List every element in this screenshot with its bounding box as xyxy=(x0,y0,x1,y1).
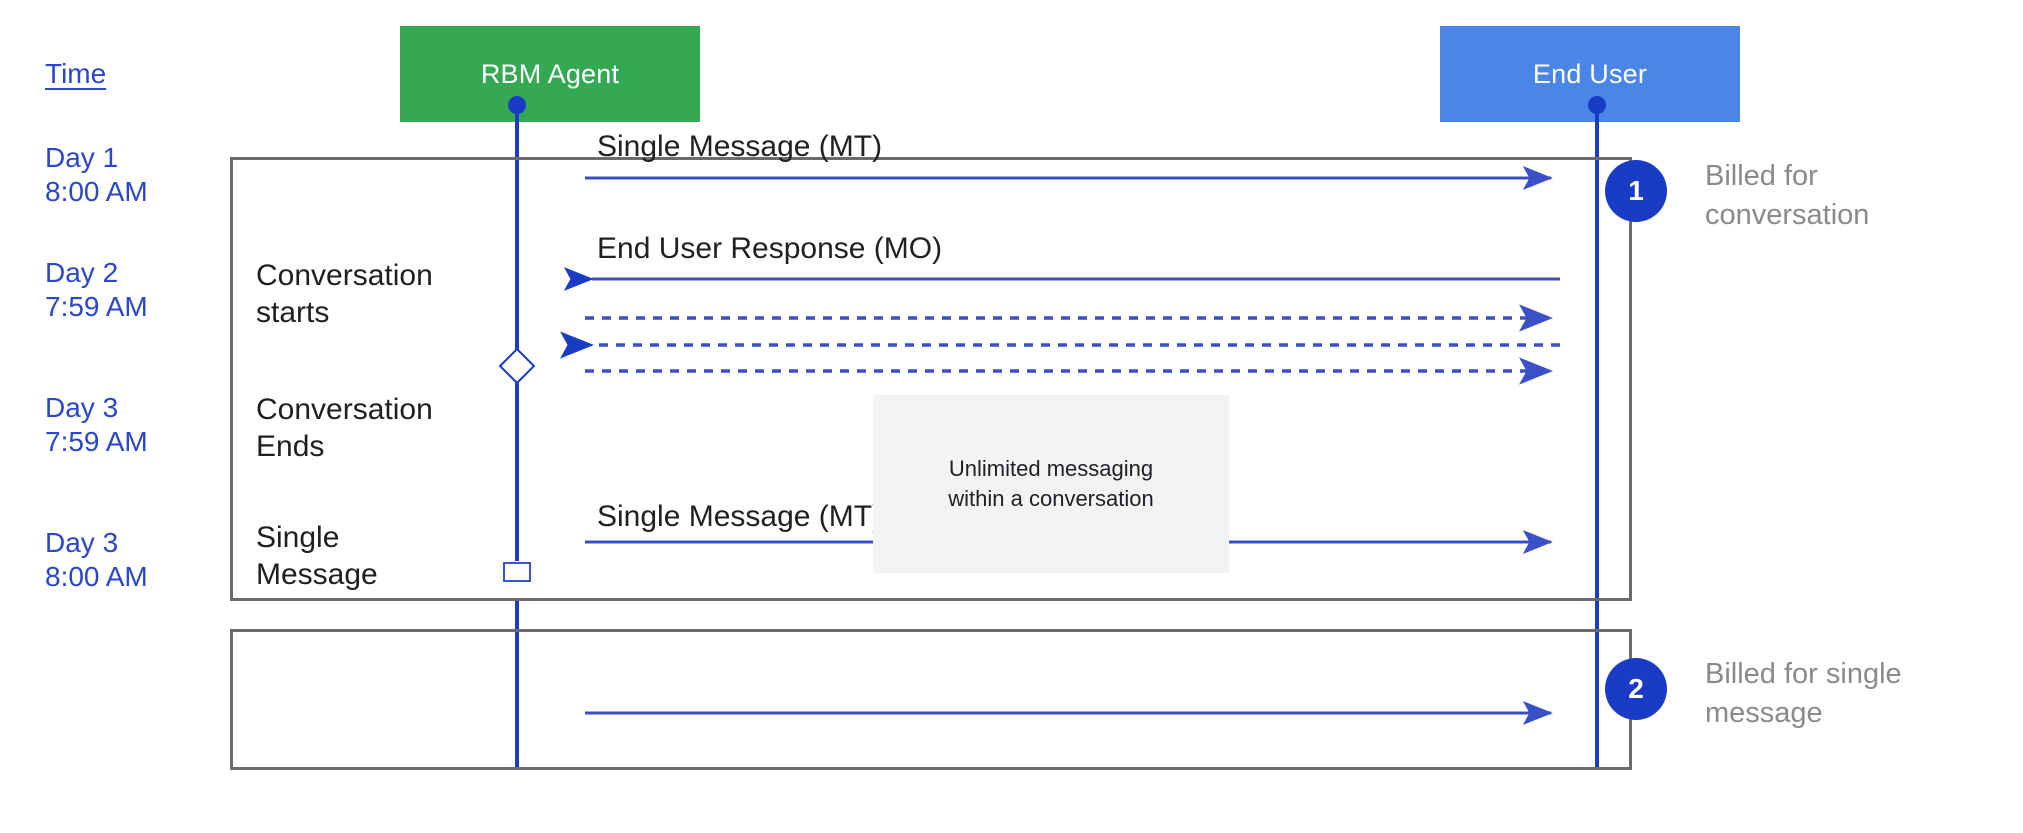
time-label-day3-0800: Day 3 8:00 AM xyxy=(45,527,148,593)
message-label-end-user-response-mo: End User Response (MO) xyxy=(597,232,943,265)
actor-end-user-label: End User xyxy=(1532,58,1648,89)
annotation-billed-for-single-message: Billed for single message xyxy=(1705,658,1902,730)
status-badge-1: 1 xyxy=(1605,160,1667,222)
annotation-billed-for-conversation: Billed for conversation xyxy=(1705,160,1870,232)
status-badge-2-number: 2 xyxy=(1628,673,1644,704)
time-label-day1-0800: Day 1 8:00 AM xyxy=(45,142,148,208)
lifeline-end-user xyxy=(1595,102,1599,602)
side-label-conversation-ends: Conversation Ends xyxy=(256,393,433,463)
time-label-day2-0759: Day 2 7:59 AM xyxy=(45,257,148,323)
lifeline-rbm-agent xyxy=(515,102,519,561)
side-label-single-message: Single Message xyxy=(256,521,378,591)
status-badge-2: 2 xyxy=(1605,658,1667,720)
status-badge-1-number: 1 xyxy=(1628,175,1644,206)
conversation-end-square-icon xyxy=(503,562,531,582)
note-unlimited-messaging-text: Unlimited messaging within a conversatio… xyxy=(948,456,1154,511)
message-label-single-message-mt-1: Single Message (MT) xyxy=(597,130,883,163)
conversation-group-box xyxy=(230,157,1632,601)
side-label-conversation-starts: Conversation starts xyxy=(256,259,433,329)
time-column-header: Time xyxy=(45,58,107,89)
time-label-day3-0759: Day 3 7:59 AM xyxy=(45,392,148,458)
actor-rbm-agent-label: RBM Agent xyxy=(480,58,620,89)
note-unlimited-messaging: Unlimited messaging within a conversatio… xyxy=(873,395,1229,573)
lifeline-end-user-lower xyxy=(1595,600,1599,768)
message-label-single-message-mt-2: Single Message (MT) xyxy=(597,500,883,533)
lifeline-rbm-agent-lower xyxy=(515,600,519,768)
actor-rbm-agent[interactable]: RBM Agent xyxy=(400,26,700,122)
